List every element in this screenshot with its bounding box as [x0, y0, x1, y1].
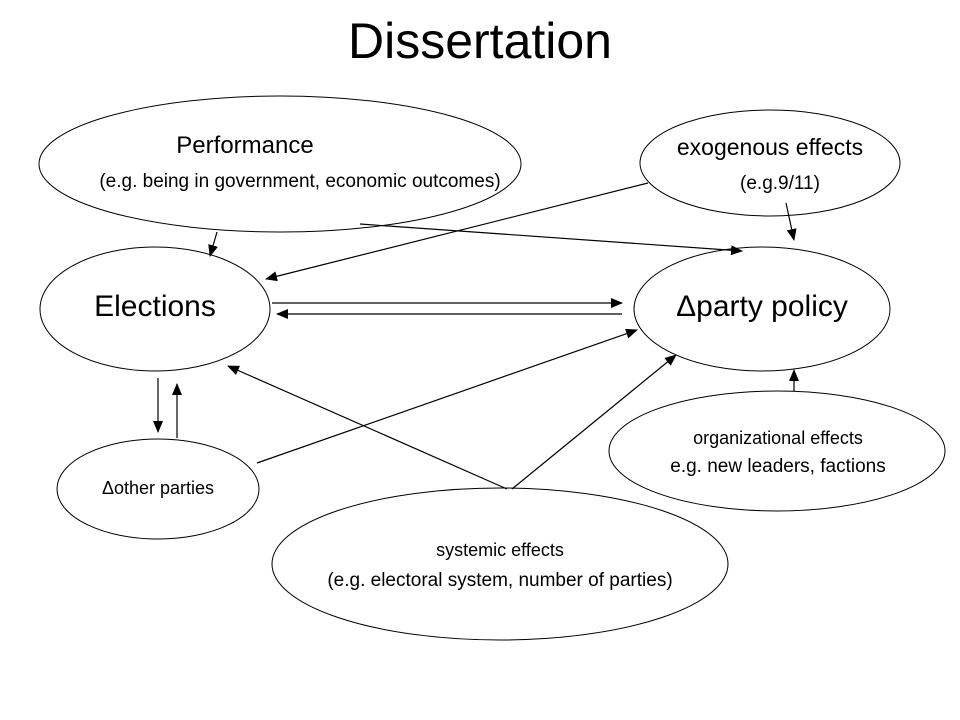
party-policy-label: Δparty policy [676, 290, 848, 323]
arrow-performance-to-elections [208, 231, 218, 257]
performance-node [38, 95, 522, 233]
exogenous-node [639, 109, 901, 217]
arrow-exogenous-to-elections [265, 182, 649, 282]
other-parties-label: Δother parties [101, 478, 215, 498]
arrow-systemic-to-elections [227, 365, 508, 490]
arrow-systemic-to-party-policy [511, 354, 677, 490]
organizational-node [608, 390, 946, 512]
systemic-label: systemic effects [436, 540, 564, 560]
elections-node [39, 246, 271, 372]
page-title: Dissertation [348, 13, 612, 69]
performance-label: Performance [176, 132, 314, 159]
exogenous-example: (e.g.9/11) [740, 173, 820, 194]
performance-example: (e.g. being in government, economic outc… [99, 171, 501, 192]
arrow-performance-to-party-policy [359, 223, 743, 256]
party-policy-node [633, 246, 891, 372]
other-parties-node [56, 438, 260, 540]
systemic-node [271, 487, 729, 641]
organizational-example: e.g. new leaders, factions [670, 456, 886, 477]
arrow-other-parties-to-party-policy [256, 328, 638, 464]
elections-label: Elections [94, 290, 216, 323]
systemic-example: (e.g. electoral system, number of partie… [327, 570, 673, 591]
organizational-label: organizational effects [693, 428, 863, 448]
exogenous-label: exogenous effects [676, 134, 864, 160]
arrow-exogenous-to-party-policy [785, 202, 797, 241]
